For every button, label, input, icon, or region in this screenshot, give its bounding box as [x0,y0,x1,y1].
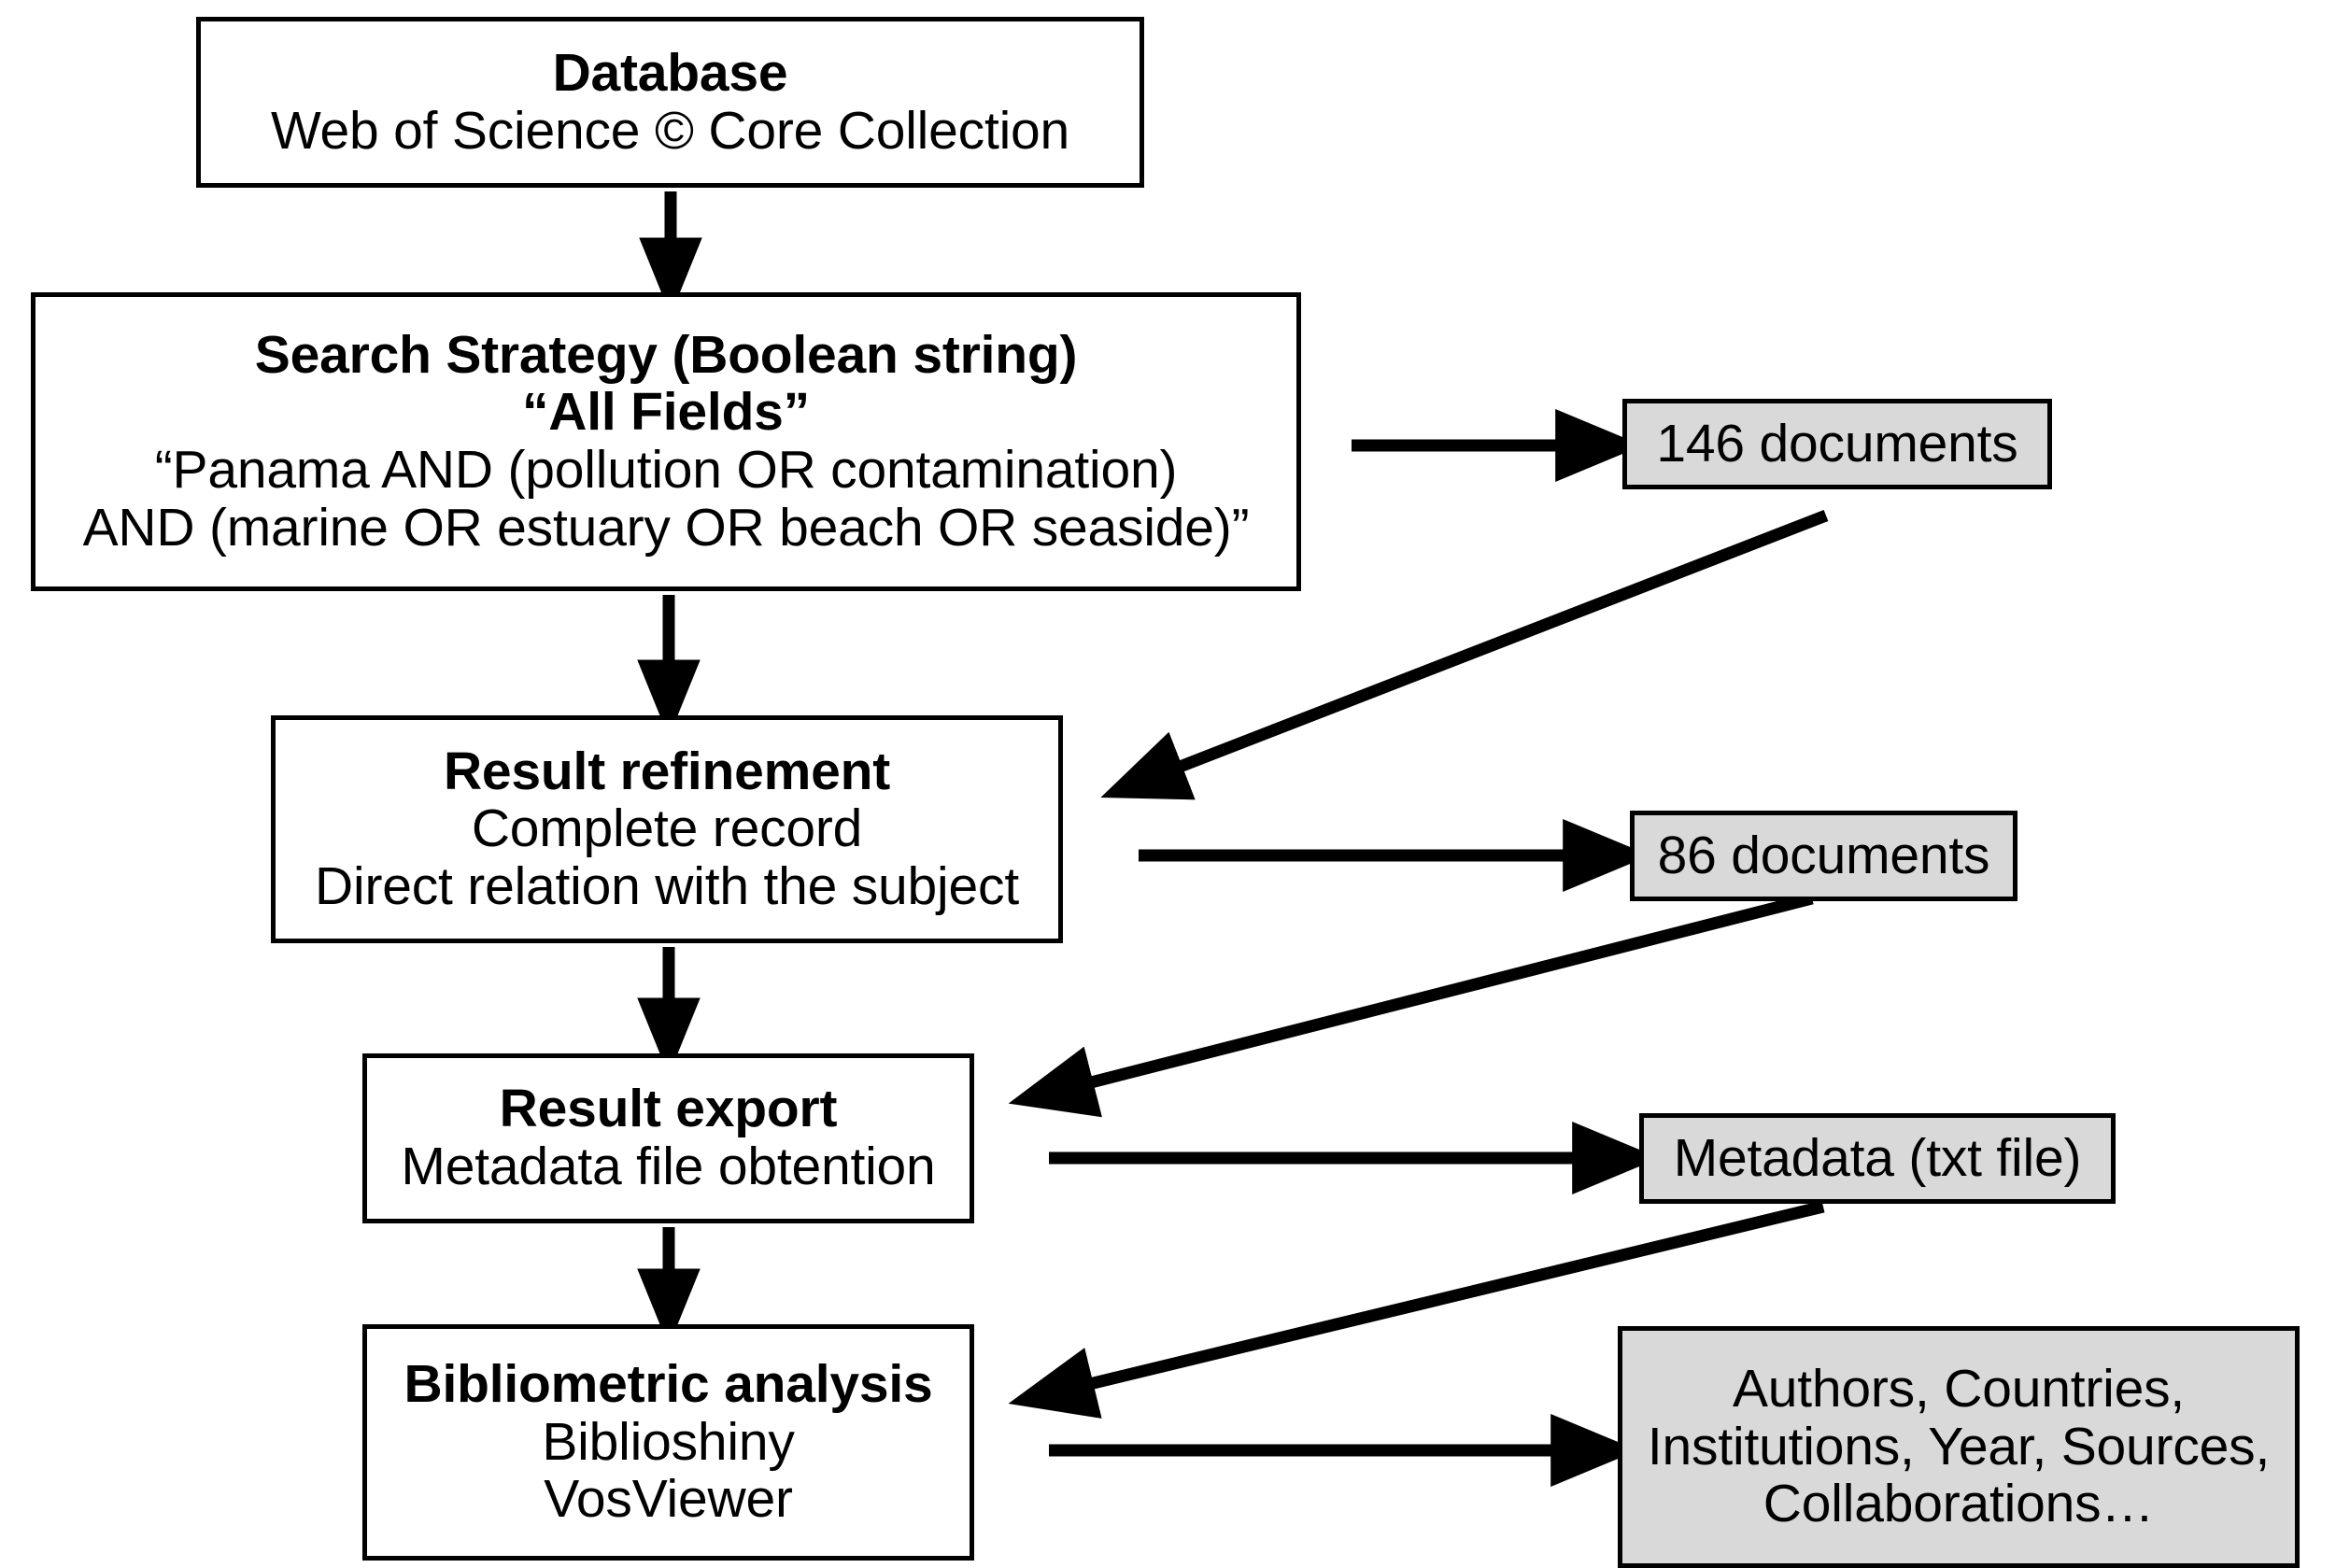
node-result-refinement-line-1: Complete record [471,798,863,859]
node-bibliometric-analysis-line-1: Biblioshiny [542,1411,795,1472]
node-result-refinement-heading: Result refinement [443,741,891,801]
node-database: Database Web of Science © Core Collectio… [196,17,1144,188]
node-documents-86: 86 documents [1630,811,2017,901]
node-result-refinement: Result refinement Complete record Direct… [271,715,1063,943]
node-search-strategy-query-line-1: “Panama AND (pollution OR contamination) [154,440,1178,500]
node-extracted-fields-line-1: Authors, Countries, [1732,1359,2186,1420]
node-bibliometric-analysis: Bibliometric analysis Biblioshiny VosVie… [362,1324,974,1561]
node-metadata-file-label: Metadata (txt file) [1673,1127,2082,1188]
node-extracted-fields: Authors, Countries, Institutions, Year, … [1618,1326,2300,1568]
node-result-refinement-line-2: Direct relation with the subject [315,855,1019,916]
node-extracted-fields-line-2: Institutions, Year, Sources, [1647,1416,2271,1476]
node-bibliometric-analysis-heading: Bibliometric analysis [403,1354,933,1415]
node-metadata-file: Metadata (txt file) [1639,1113,2116,1204]
node-result-export-line-1: Metadata file obtention [401,1137,936,1196]
node-extracted-fields-line-3: Collaborations… [1763,1474,2155,1534]
arrow-86-to-export [1008,892,1814,1118]
node-search-strategy-query-line-2: AND (marine OR estuary OR beach OR seasi… [82,497,1250,558]
node-database-line-1: Web of Science © Core Collection [270,100,1070,161]
node-search-strategy-heading: Search Strategy (Boolean string) [254,324,1078,385]
node-documents-146-label: 146 documents [1656,413,2018,473]
node-documents-146: 146 documents [1622,399,2052,489]
node-search-strategy-subheading: “All Fields” [522,382,810,443]
node-result-export-heading: Result export [499,1079,838,1139]
node-result-export: Result export Metadata file obtention [362,1053,974,1223]
node-bibliometric-analysis-line-2: VosViewer [544,1469,793,1530]
node-search-strategy: Search Strategy (Boolean string) “All Fi… [31,292,1301,591]
node-documents-86-label: 86 documents [1657,825,1990,885]
node-database-heading: Database [552,42,788,103]
